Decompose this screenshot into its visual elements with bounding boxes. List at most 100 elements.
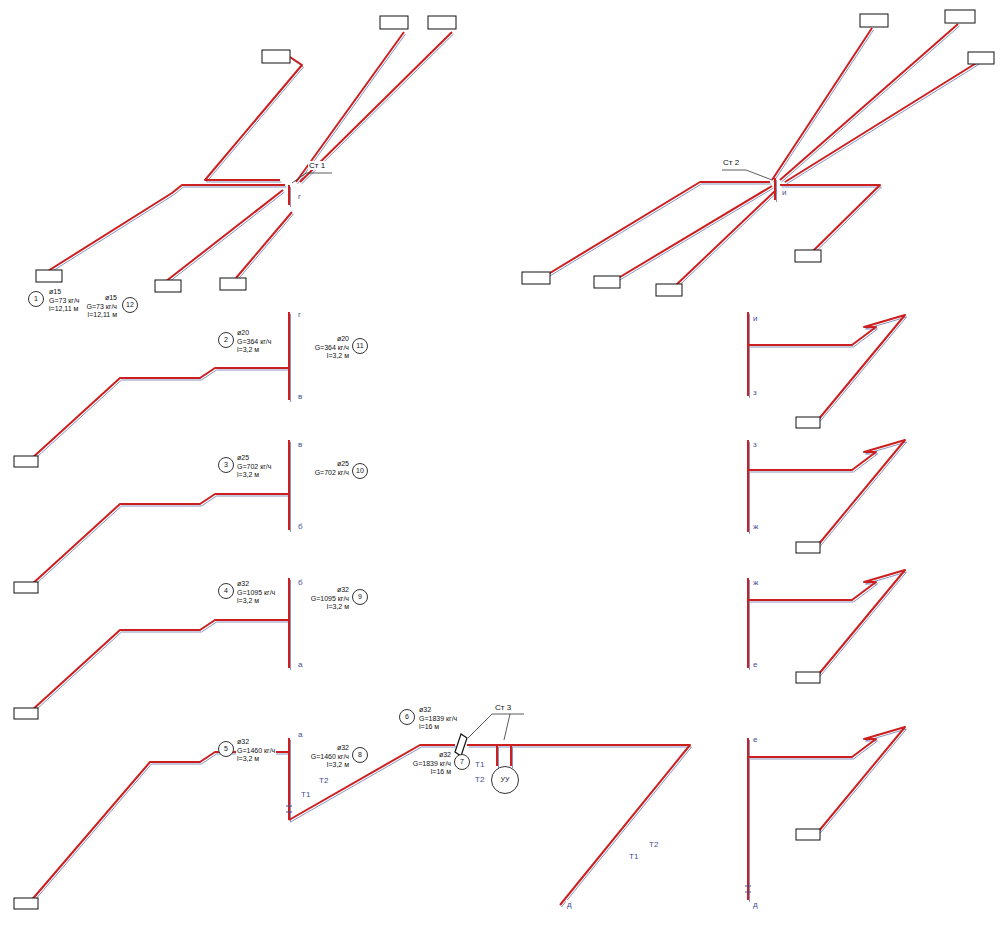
pipe-mark: Т2 (318, 776, 329, 785)
pipe-spec: ø25 (236, 454, 250, 462)
pipe-mark: з (752, 440, 758, 449)
pipe-mark: е (752, 735, 758, 744)
return-pipes (32, 26, 980, 907)
radiator (14, 456, 38, 467)
callout-number: 8 (358, 751, 362, 759)
riser-name: Ст 3 (494, 703, 512, 712)
leader-line (504, 714, 510, 740)
pipe-spec: l=12,11 м (48, 305, 79, 313)
pipe-spec: ø32 (236, 580, 250, 588)
pipe-mark: ж (752, 522, 759, 531)
pipe-spec: l=3,2 м (326, 761, 350, 769)
pipe-spec: G=364 кг/ч (314, 344, 350, 352)
callout-circle: 9 (352, 589, 368, 605)
valve-symbol (455, 734, 467, 756)
pipe-mark: Т1 (474, 760, 485, 769)
pipe-spec: l=16 м (418, 723, 440, 731)
pipe-spec: ø15 (104, 294, 118, 302)
pipe-mark: е (752, 660, 758, 669)
callout-number: 10 (356, 467, 364, 475)
pipe-spec: l=3,2 м (236, 755, 260, 763)
radiator (155, 280, 181, 292)
pipe-spec: ø20 (336, 335, 350, 343)
radiator (796, 542, 820, 553)
leader-lines (292, 170, 772, 740)
radiator (796, 829, 820, 840)
pipe-spec: G=1460 кг/ч (310, 753, 350, 761)
callout-circle: 12 (122, 297, 138, 313)
callout-circle: 1 (28, 291, 44, 307)
callout-circle: 5 (218, 741, 234, 757)
radiator (796, 672, 820, 683)
callout-circle: 11 (352, 338, 368, 354)
callout-circle: 3 (218, 457, 234, 473)
leader-line (468, 714, 524, 738)
pipe-spec: l=12,11 м (87, 311, 118, 319)
radiator (14, 898, 38, 909)
callout-number: 3 (224, 461, 228, 469)
pipe-spec: l=3,2 м (236, 346, 260, 354)
callout-number: 11 (356, 342, 363, 350)
pipe-spec: ø32 (336, 744, 350, 752)
radiator (795, 250, 821, 262)
callout-number: 7 (460, 758, 464, 766)
pipe-spec: G=1839 кг/ч (418, 715, 458, 723)
radiator (380, 16, 408, 29)
callout-number: 6 (405, 713, 409, 721)
pipe-mark: б (297, 522, 304, 531)
pipe-spec: l=16 м (430, 768, 452, 776)
supply-pipes (30, 24, 978, 905)
pipe-mark: а (297, 730, 303, 739)
pipe-spec: ø32 (336, 586, 350, 594)
pipe-mark: г (297, 310, 302, 319)
pipe-spec: G=1460 кг/ч (236, 747, 276, 755)
pipe-mark: и (752, 314, 758, 323)
riser-name: Ст 1 (308, 161, 326, 170)
callout-circle: 6 (399, 709, 415, 725)
pipe-mark: д (752, 900, 759, 909)
radiators (14, 10, 994, 909)
riser-valves (286, 806, 751, 892)
pipe-mark: б (297, 578, 304, 587)
pipe-mark: а (297, 660, 303, 669)
leader-line (292, 173, 332, 183)
pipe-spec: l=3,2 м (236, 597, 260, 605)
pipe-spec: ø20 (236, 329, 250, 337)
pipe-mark: в (297, 392, 303, 401)
pipe-spec: ø32 (438, 751, 452, 759)
pipe-spec: G=702 кг/ч (314, 469, 350, 477)
pipe-mark: д (566, 900, 573, 909)
pipe-mark: Т2 (474, 775, 485, 784)
radiator (262, 50, 290, 63)
leader-line (746, 170, 772, 180)
callout-number: 1 (34, 295, 38, 303)
callout-circle: 8 (352, 747, 368, 763)
radiator (945, 10, 975, 23)
pipe-spec: G=1839 кг/ч (412, 760, 452, 768)
radiator (14, 708, 38, 719)
callout-number: 4 (224, 587, 228, 595)
radiator (428, 16, 456, 29)
pipe-spec: G=702 кг/ч (236, 463, 272, 471)
callout-circle: 7 (454, 754, 470, 770)
meter-label: УУ (501, 776, 510, 784)
pipe-mark: Т1 (300, 790, 311, 799)
pipe-mark: в (297, 440, 303, 449)
radiator (220, 278, 246, 290)
radiator (860, 14, 888, 27)
pipe-spec: G=364 кг/ч (236, 338, 272, 346)
callout-number: 9 (358, 593, 362, 601)
radiator (594, 276, 620, 288)
radiator (656, 284, 682, 296)
callout-circle: 10 (352, 463, 368, 479)
radiator (796, 417, 820, 428)
valve-mark (286, 806, 292, 812)
pipe-spec: ø15 (48, 288, 62, 296)
pipe-mark: г (297, 192, 302, 201)
radiator (36, 270, 62, 282)
callout-number: 12 (126, 301, 134, 309)
pipe-spec: l=3,2 м (326, 603, 350, 611)
callout-number: 2 (224, 336, 228, 344)
